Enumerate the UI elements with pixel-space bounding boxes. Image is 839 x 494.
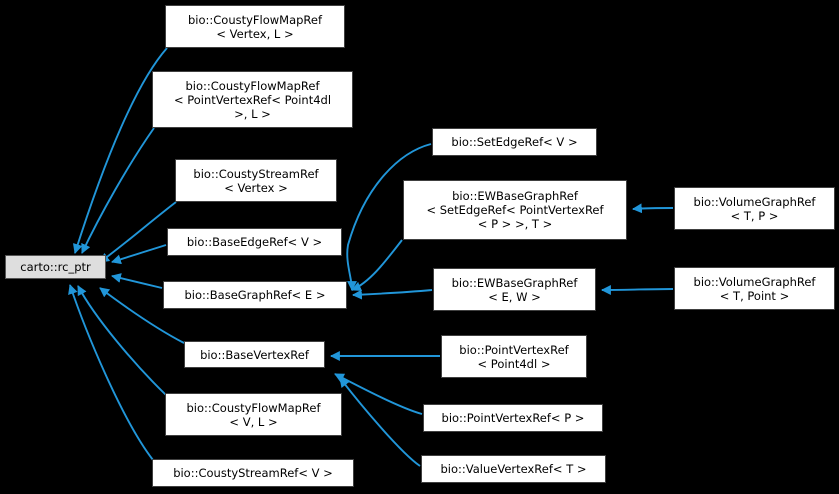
class-node-label: bio::EWBaseGraphRef < SetEdgeRef< PointV…: [426, 189, 604, 231]
class-node-label: bio::PointVertexRef< P >: [441, 411, 585, 425]
class-node-volume-graph-ref-t-p[interactable]: bio::VolumeGraphRef < T, P >: [674, 187, 835, 230]
inheritance-edge-value-vertex-ref-t-to-base-vertex-ref: [339, 377, 421, 467]
class-node-cousty-flow-map-ref-vertex-l[interactable]: bio::CoustyFlowMapRef < Vertex, L >: [165, 5, 345, 48]
class-node-label: bio::CoustyFlowMapRef < PointVertexRef< …: [173, 78, 332, 121]
class-node-ew-base-graph-ref-e-w[interactable]: bio::EWBaseGraphRef < E, W >: [433, 268, 596, 311]
inheritance-edge-cousty-stream-ref-v-to-rc-ptr: [68, 284, 154, 461]
class-node-label: bio::SetEdgeRef< V >: [451, 135, 578, 149]
class-node-label: bio::VolumeGraphRef < T, Point >: [693, 274, 816, 303]
class-node-label: bio::ValueVertexRef< T >: [440, 462, 587, 476]
class-node-label: bio::CoustyStreamRef< V >: [173, 466, 333, 480]
class-node-label: bio::EWBaseGraphRef < E, W >: [451, 275, 578, 304]
inheritance-edge-base-edge-ref-v-to-rc-ptr: [111, 244, 167, 265]
inheritance-edge-base-graph-ref-e-to-rc-ptr: [111, 273, 163, 289]
class-node-label: bio::CoustyStreamRef < Vertex >: [193, 166, 319, 195]
class-node-label: bio::PointVertexRef < Point4dl >: [459, 342, 569, 371]
class-node-label: carto::rc_ptr: [20, 260, 91, 274]
class-node-label: bio::CoustyFlowMapRef < Vertex, L >: [187, 12, 323, 41]
class-node-point-vertex-ref-p[interactable]: bio::PointVertexRef< P >: [423, 404, 603, 432]
inheritance-edge-ew-base-graph-ref-e-w-to-base-graph-ref-e: [352, 289, 433, 300]
class-node-ew-base-graph-ref-setedgeref[interactable]: bio::EWBaseGraphRef < SetEdgeRef< PointV…: [403, 180, 627, 240]
class-node-base-edge-ref-v[interactable]: bio::BaseEdgeRef< V >: [167, 228, 342, 256]
class-node-point-vertex-ref-point4dl[interactable]: bio::PointVertexRef < Point4dl >: [441, 335, 587, 378]
class-node-label: bio::CoustyFlowMapRef < V, L >: [186, 400, 321, 429]
class-node-volume-graph-ref-t-point[interactable]: bio::VolumeGraphRef < T, Point >: [674, 267, 835, 310]
class-node-label: bio::BaseEdgeRef< V >: [186, 235, 323, 249]
class-node-base-graph-ref-e[interactable]: bio::BaseGraphRef< E >: [163, 281, 347, 309]
inheritance-edge-cousty-stream-ref-vertex-to-rc-ptr: [99, 201, 177, 263]
inheritance-edge-volume-graph-ref-t-p-to-ew-base-graph-ref-setedgeref: [632, 203, 674, 214]
inheritance-edge-ew-base-graph-ref-setedgeref-to-base-graph-ref-e: [351, 239, 403, 291]
class-node-rc-ptr[interactable]: carto::rc_ptr: [5, 255, 106, 279]
class-node-cousty-flow-map-ref-v-l[interactable]: bio::CoustyFlowMapRef < V, L >: [165, 393, 342, 436]
class-node-value-vertex-ref-t[interactable]: bio::ValueVertexRef< T >: [421, 455, 606, 483]
inheritance-edge-point-vertex-ref-p-to-base-vertex-ref: [334, 373, 423, 415]
class-node-cousty-stream-ref-vertex[interactable]: bio::CoustyStreamRef < Vertex >: [175, 159, 337, 202]
class-node-label: bio::BaseVertexRef: [200, 347, 309, 362]
class-node-label: bio::VolumeGraphRef < T, P >: [693, 194, 816, 223]
class-node-label: bio::BaseGraphRef< E >: [184, 288, 326, 302]
class-node-set-edge-ref-v[interactable]: bio::SetEdgeRef< V >: [432, 128, 597, 156]
inheritance-edge-cousty-flow-map-ref-pointvertexref-point4dl-l-to-rc-ptr: [81, 127, 155, 254]
class-node-cousty-flow-map-ref-pointvertexref-point4dl-l[interactable]: bio::CoustyFlowMapRef < PointVertexRef< …: [152, 71, 353, 128]
inheritance-edge-cousty-flow-map-ref-v-l-to-rc-ptr: [77, 285, 167, 396]
class-node-base-vertex-ref[interactable]: bio::BaseVertexRef: [184, 341, 325, 368]
class-node-cousty-stream-ref-v[interactable]: bio::CoustyStreamRef< V >: [152, 459, 354, 487]
inheritance-edge-volume-graph-ref-t-point-to-ew-base-graph-ref-e-w: [601, 285, 674, 295]
